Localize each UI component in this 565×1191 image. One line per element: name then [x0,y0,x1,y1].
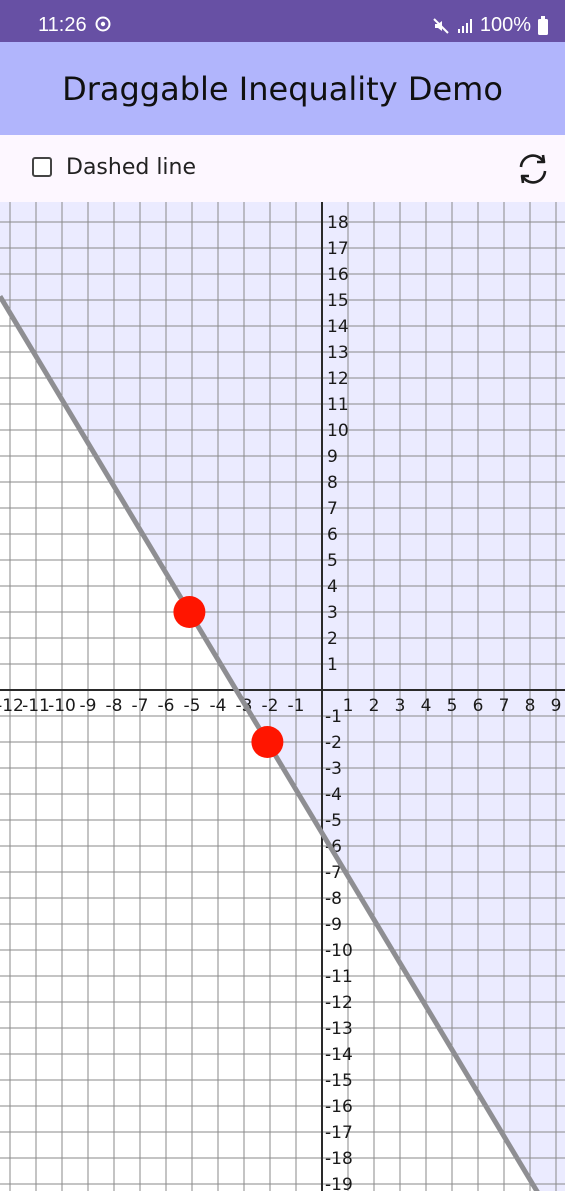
mute-icon [433,17,449,34]
status-bar: 11:26 100% [0,0,565,42]
status-right: 100% [432,14,549,37]
y-tick-label: -4 [325,785,342,805]
y-tick-label: 3 [327,603,338,623]
y-tick-label: -3 [325,759,342,779]
y-tick-label: -17 [325,1123,353,1143]
x-tick-label: 1 [343,696,354,716]
y-tick-label: -11 [325,967,353,987]
y-tick-label: -14 [325,1045,353,1065]
drag-point-2[interactable] [251,726,284,758]
x-tick-label: -11 [22,696,50,716]
y-tick-label: -2 [325,733,342,753]
y-tick-label: 17 [327,239,349,259]
x-tick-label: -10 [48,696,76,716]
y-tick-label: 9 [327,447,338,467]
app-bar: Draggable Inequality Demo [0,42,565,135]
x-tick-label: 9 [551,696,562,716]
y-tick-label: -15 [325,1071,353,1091]
y-tick-label: 13 [327,343,349,363]
x-tick-label: -8 [106,696,123,716]
signal-icon [457,18,472,33]
toolbar [0,135,565,202]
sync-icon [95,16,111,32]
battery-percent: 100% [479,14,531,36]
x-tick-label: -7 [132,696,149,716]
y-tick-label: 8 [327,473,338,493]
y-tick-label: -19 [325,1175,353,1191]
x-tick-label: -9 [80,696,97,716]
drag-point-1[interactable] [173,596,206,628]
y-tick-label: 15 [327,291,349,311]
x-tick-label: 8 [525,696,536,716]
y-tick-label: -9 [325,915,342,935]
dashed-line-checkbox[interactable] [32,157,52,177]
y-tick-label: -18 [325,1149,353,1169]
y-tick-label: 11 [327,395,349,415]
y-tick-label: -8 [325,889,342,909]
x-tick-label: -6 [158,696,175,716]
graph-canvas[interactable]: -12-11-10-9-8-7-6-5-4-3-2-11234567891234… [0,202,565,1191]
x-tick-label: -1 [288,696,305,716]
y-tick-label: -16 [325,1097,353,1117]
y-tick-label: 2 [327,629,338,649]
x-tick-label: -12 [0,696,24,716]
x-tick-label: 2 [369,696,380,716]
x-tick-label: -2 [262,696,279,716]
x-tick-label: 5 [447,696,458,716]
boundary-line [0,295,540,1191]
page-title: Draggable Inequality Demo [62,69,503,108]
y-tick-label: 5 [327,551,338,571]
x-tick-label: 6 [473,696,484,716]
y-tick-label: 1 [327,655,338,675]
battery-icon [538,15,548,35]
shaded-region [0,202,565,1191]
x-tick-label: 7 [499,696,510,716]
x-tick-label: 3 [395,696,406,716]
y-tick-label: -13 [325,1019,353,1039]
y-tick-label: -1 [325,707,342,727]
y-tick-label: 16 [327,265,349,285]
y-tick-label: -7 [325,863,342,883]
x-tick-label: 4 [421,696,432,716]
y-tick-label: -12 [325,993,353,1013]
y-tick-label: 14 [327,317,349,337]
y-tick-label: 6 [327,525,338,545]
y-tick-label: -10 [325,941,353,961]
y-tick-label: 12 [327,369,349,389]
y-tick-label: 4 [327,577,338,597]
refresh-icon[interactable] [514,150,552,188]
y-tick-label: 10 [327,421,349,441]
x-tick-label: -5 [184,696,201,716]
dashed-line-label: Dashed line [66,155,197,180]
y-tick-label: 7 [327,499,338,519]
status-time: 11:26 [38,14,87,36]
x-tick-label: -4 [210,696,227,716]
y-tick-label: -5 [325,811,342,831]
y-tick-label: 18 [327,213,349,233]
